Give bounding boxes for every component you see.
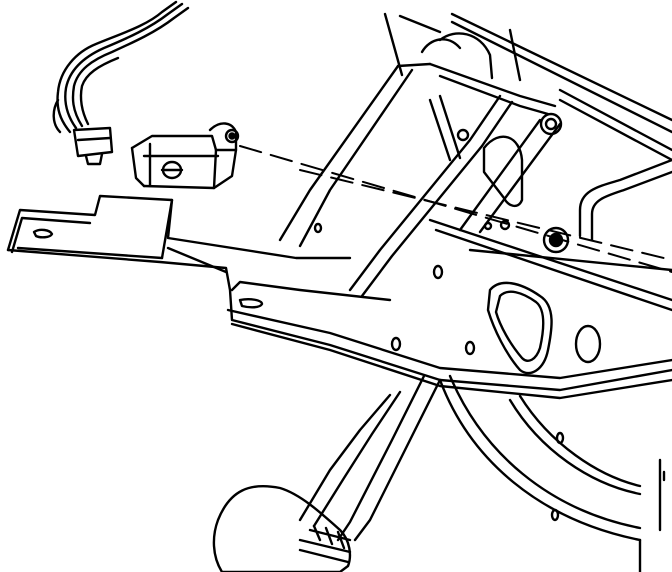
pedal-arm [298,374,442,542]
small-bolts [456,128,511,231]
side-plate [6,194,672,400]
dash-panel [383,12,672,162]
bracket-slot [482,135,524,208]
triangular-cutout [486,281,553,375]
brake-switch-module [130,122,240,190]
large-arc [438,374,642,542]
edge-marks [638,458,666,572]
seal-strip [578,158,672,242]
round-hole [574,324,602,364]
alignment-lines [239,145,672,273]
wiring-connector [52,0,190,166]
mounting-nut-upper [539,112,563,136]
pedal-pad [212,484,352,572]
bracket-arm [278,62,562,298]
lower-rail [428,218,672,312]
